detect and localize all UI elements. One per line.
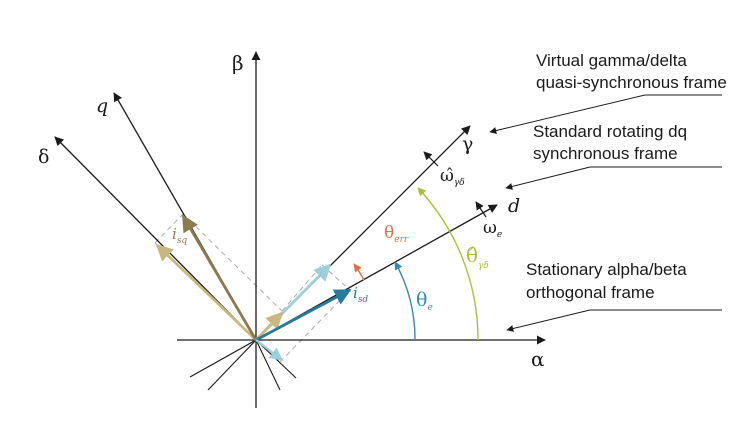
isd-vector [255,288,352,342]
omega-gd-symbol: ω̂γδ [440,166,465,188]
light-delta-vector [255,339,284,361]
d-label: d [508,195,520,217]
omega-e-symbol: ωe [483,218,502,240]
stationary-frame-label-line1: Stationary alpha/beta [526,260,687,279]
stationary-pointer-arrow [506,309,591,332]
standard-frame-label-line2: synchronous frame [533,144,678,163]
isq-vector [155,243,257,342]
omega-e-arrow [475,201,487,218]
virtual-frame-label-line1: Virtual gamma/delta [536,51,687,70]
omega-gd-arrow [423,151,439,167]
beta-label: β [232,51,244,75]
theta-e-arc [394,261,416,341]
virtual-pointer-arrow [489,94,646,134]
q-label: q [96,95,108,117]
delta-label: δ [38,146,49,168]
small-tan-vector [254,311,284,341]
iq-vector [181,214,258,341]
standard-pointer-arrow [505,166,591,190]
virtual-frame-label-line2: quasi-synchronous frame [536,73,727,92]
gamma-label: γ [462,133,473,155]
theta-e-symbol: θe [416,289,433,313]
theta-gd-symbol: θ̂γδ [466,243,489,271]
negative-axis-extensions [189,339,297,391]
alpha-label: α [531,347,545,371]
theta-gd-arc [417,187,479,341]
stationary-frame-label-line2: orthogonal frame [526,283,655,302]
theta-err-symbol: θerr [384,223,409,245]
theta-err-arc [353,263,365,281]
isd-symbol: isd [353,284,368,305]
isq-symbol: isq [172,225,187,246]
standard-frame-label-line1: Standard rotating dq [533,122,687,141]
